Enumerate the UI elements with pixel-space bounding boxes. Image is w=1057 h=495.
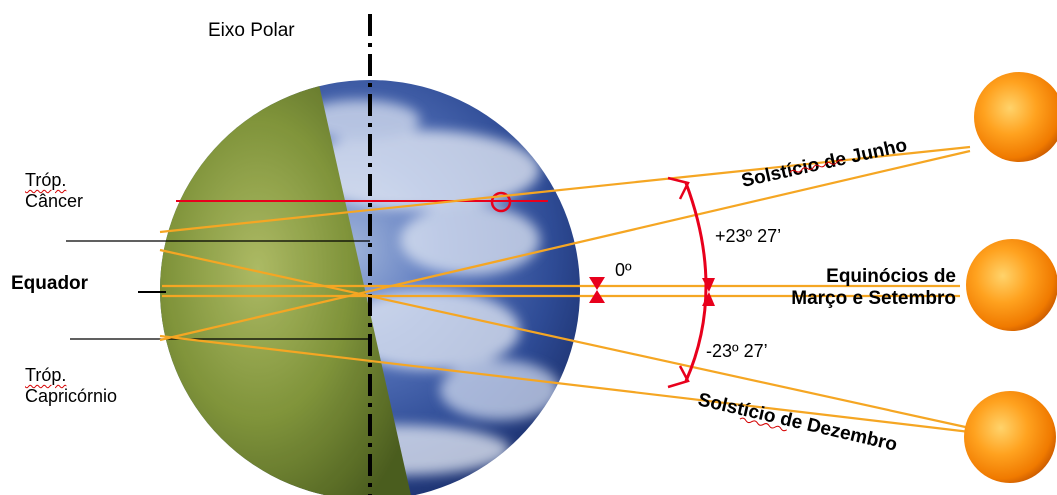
sunlight-rays — [159, 145, 971, 434]
equinox-label-line2: Março e Setembro — [791, 287, 956, 309]
sun-icon — [964, 391, 1056, 483]
december-solstice-label: Solstício de Dezembro — [696, 389, 899, 455]
angle-arrowheads — [702, 278, 715, 306]
june-solstice-label: Solstício de Junho — [740, 135, 909, 192]
equator-label: Equador — [11, 273, 89, 294]
angle-zero-label: 0º — [615, 260, 632, 280]
tropic-capricorn-label-line2: Capricórnio — [25, 385, 118, 406]
equinox-label: Equinócios de Março e Setembro — [791, 266, 956, 310]
earth-globe-icon — [160, 80, 580, 495]
tropic-cancer-label: Tróp. Câncer — [25, 170, 83, 211]
tropic-capricorn-label: Tróp. Capricórnio — [25, 365, 117, 406]
tropic-cancer-label-line1: Tróp. — [25, 170, 67, 190]
angle-minus-label: -23º 27’ — [706, 341, 768, 361]
equinox-label-line1: Equinócios de — [826, 266, 956, 287]
zero-angle-marker — [589, 277, 605, 303]
sun-zenith-marker — [490, 191, 512, 213]
angle-plus-label: +23º 27’ — [715, 226, 782, 246]
angle-arc — [667, 176, 708, 389]
sun-icon — [974, 72, 1057, 162]
tropic-capricorn-label-line1: Tróp. — [25, 365, 67, 385]
tropic-cancer-label-line2: Câncer — [25, 190, 84, 211]
sun-icon — [966, 239, 1057, 331]
polar-axis-label: Eixo Polar — [208, 20, 295, 41]
